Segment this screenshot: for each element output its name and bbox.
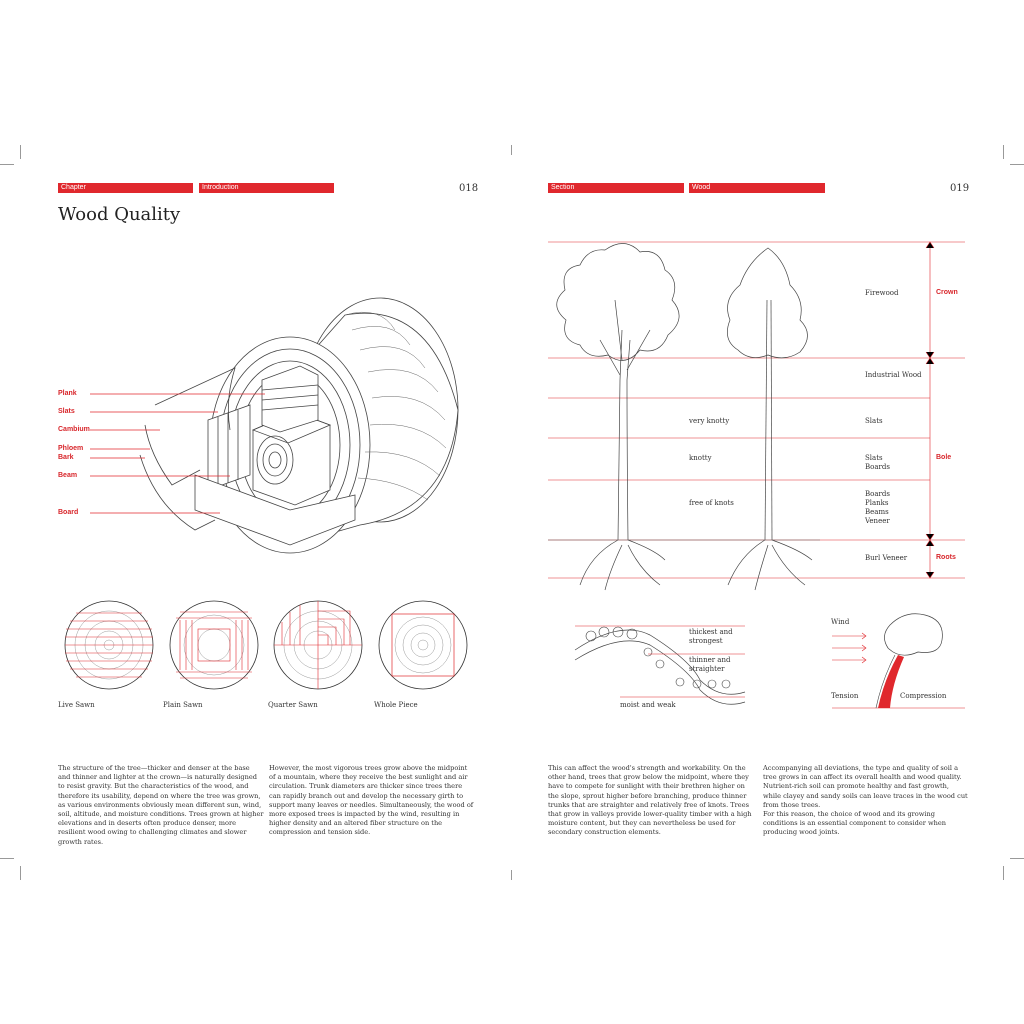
label-moist: moist and weak [620,701,676,709]
tree-left [556,243,680,591]
crop-mark [0,164,14,165]
crop-mark [0,858,14,859]
section-bar: Section [548,183,684,193]
page-number-right: 019 [950,183,970,194]
crop-mark [1010,164,1024,165]
slope-diagram [574,626,746,705]
label-slats-boards: Slats Boards [865,454,890,471]
label-tension: Tension [831,692,859,700]
label-knotty: knotty [689,454,712,462]
label-burl-veneer: Burl Veneer [865,554,908,562]
page-title: Wood Quality [58,204,181,225]
crop-mark [511,145,512,155]
label-slats-use: Slats [865,417,883,425]
body-text-col-3: This can affect the wood's strength and … [548,764,752,837]
label-thickest: thickest and strongest [689,628,733,645]
label-quarter-sawn: Quarter Sawn [268,701,318,709]
label-slats: Slats [58,408,75,415]
quarter-sawn-circle [273,600,363,690]
crop-mark [20,866,21,880]
label-cambium: Cambium [58,426,90,433]
section-title-bar: Wood [689,183,825,193]
label-plank: Plank [58,390,77,397]
tree-right [727,247,813,591]
body-text-col-1: The structure of the tree—thicker and de… [58,764,264,846]
label-board: Board [58,509,79,516]
label-roots: Roots [936,554,956,561]
label-industrial-wood: Industrial Wood [865,371,922,379]
label-wind: Wind [831,618,850,626]
label-bark: Bark [58,454,74,461]
chapter-bar: Chapter [58,183,193,193]
log-illustration [139,297,459,554]
body-text-col-4: Accompanying all deviations, the type an… [763,764,968,837]
label-whole-piece: Whole Piece [374,701,418,709]
crop-mark [20,145,21,159]
crop-mark [511,870,512,880]
whole-piece-circle [378,600,468,690]
live-sawn-circle [64,600,154,690]
chapter-title-bar: Introduction [199,183,334,193]
label-plain-sawn: Plain Sawn [163,701,203,709]
log-leader-lines [90,393,265,514]
wind-diagram [832,613,965,709]
label-live-sawn: Live Sawn [58,701,95,709]
label-beam: Beam [58,472,78,479]
page-number-left: 018 [459,183,479,194]
label-firewood: Firewood [865,289,899,297]
label-boards-planks: Boards Planks Beams Veneer [865,490,890,525]
label-compression: Compression [900,692,947,700]
label-bole: Bole [936,454,952,461]
label-thinner: thinner and straighter [689,656,731,673]
body-text-col-2: However, the most vigorous trees grow ab… [269,764,474,837]
crop-mark [1003,145,1004,159]
label-phloem: Phloem [58,445,84,452]
crop-mark [1010,858,1024,859]
label-very-knotty: very knotty [689,417,730,425]
label-free-of-knots: free of knots [689,499,734,507]
tree-guide-lines [548,241,965,579]
crop-mark [1003,866,1004,880]
label-crown: Crown [936,289,958,296]
plain-sawn-circle [169,600,259,690]
